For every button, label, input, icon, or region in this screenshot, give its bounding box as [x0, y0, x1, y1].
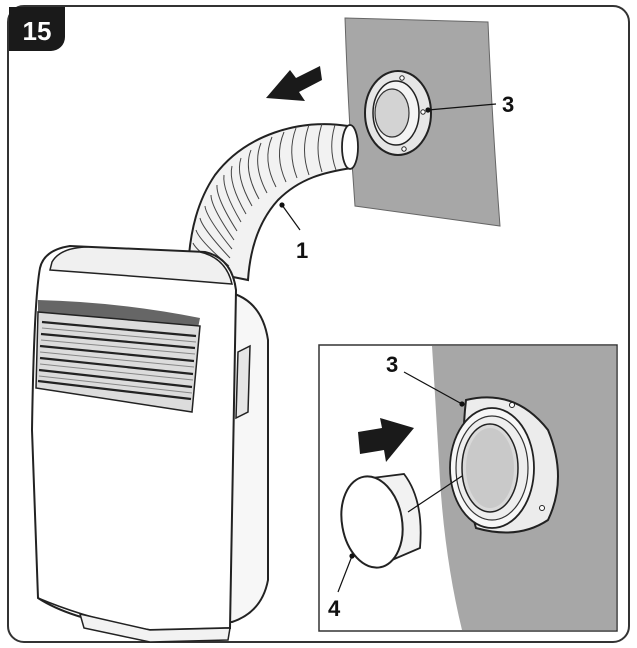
- callout-wall-flange-inset: 3: [386, 352, 398, 377]
- callout-cap: 4: [328, 596, 341, 621]
- air-conditioner-unit: [30, 244, 269, 643]
- arrow-right-icon: [358, 418, 414, 462]
- inset-detail: [318, 344, 618, 632]
- arrow-left-icon: [266, 66, 322, 101]
- leader-lines-top: [279, 103, 497, 231]
- wall-flange-top: [364, 70, 432, 156]
- hose-cap: [340, 473, 422, 569]
- callout-hose: 1: [296, 238, 308, 263]
- callout-wall-flange: 3: [502, 92, 514, 117]
- step-number: 15: [23, 16, 52, 46]
- louvre-grille: [35, 311, 201, 413]
- wall-flange-inset: [449, 396, 559, 534]
- step-badge: 15: [9, 7, 65, 51]
